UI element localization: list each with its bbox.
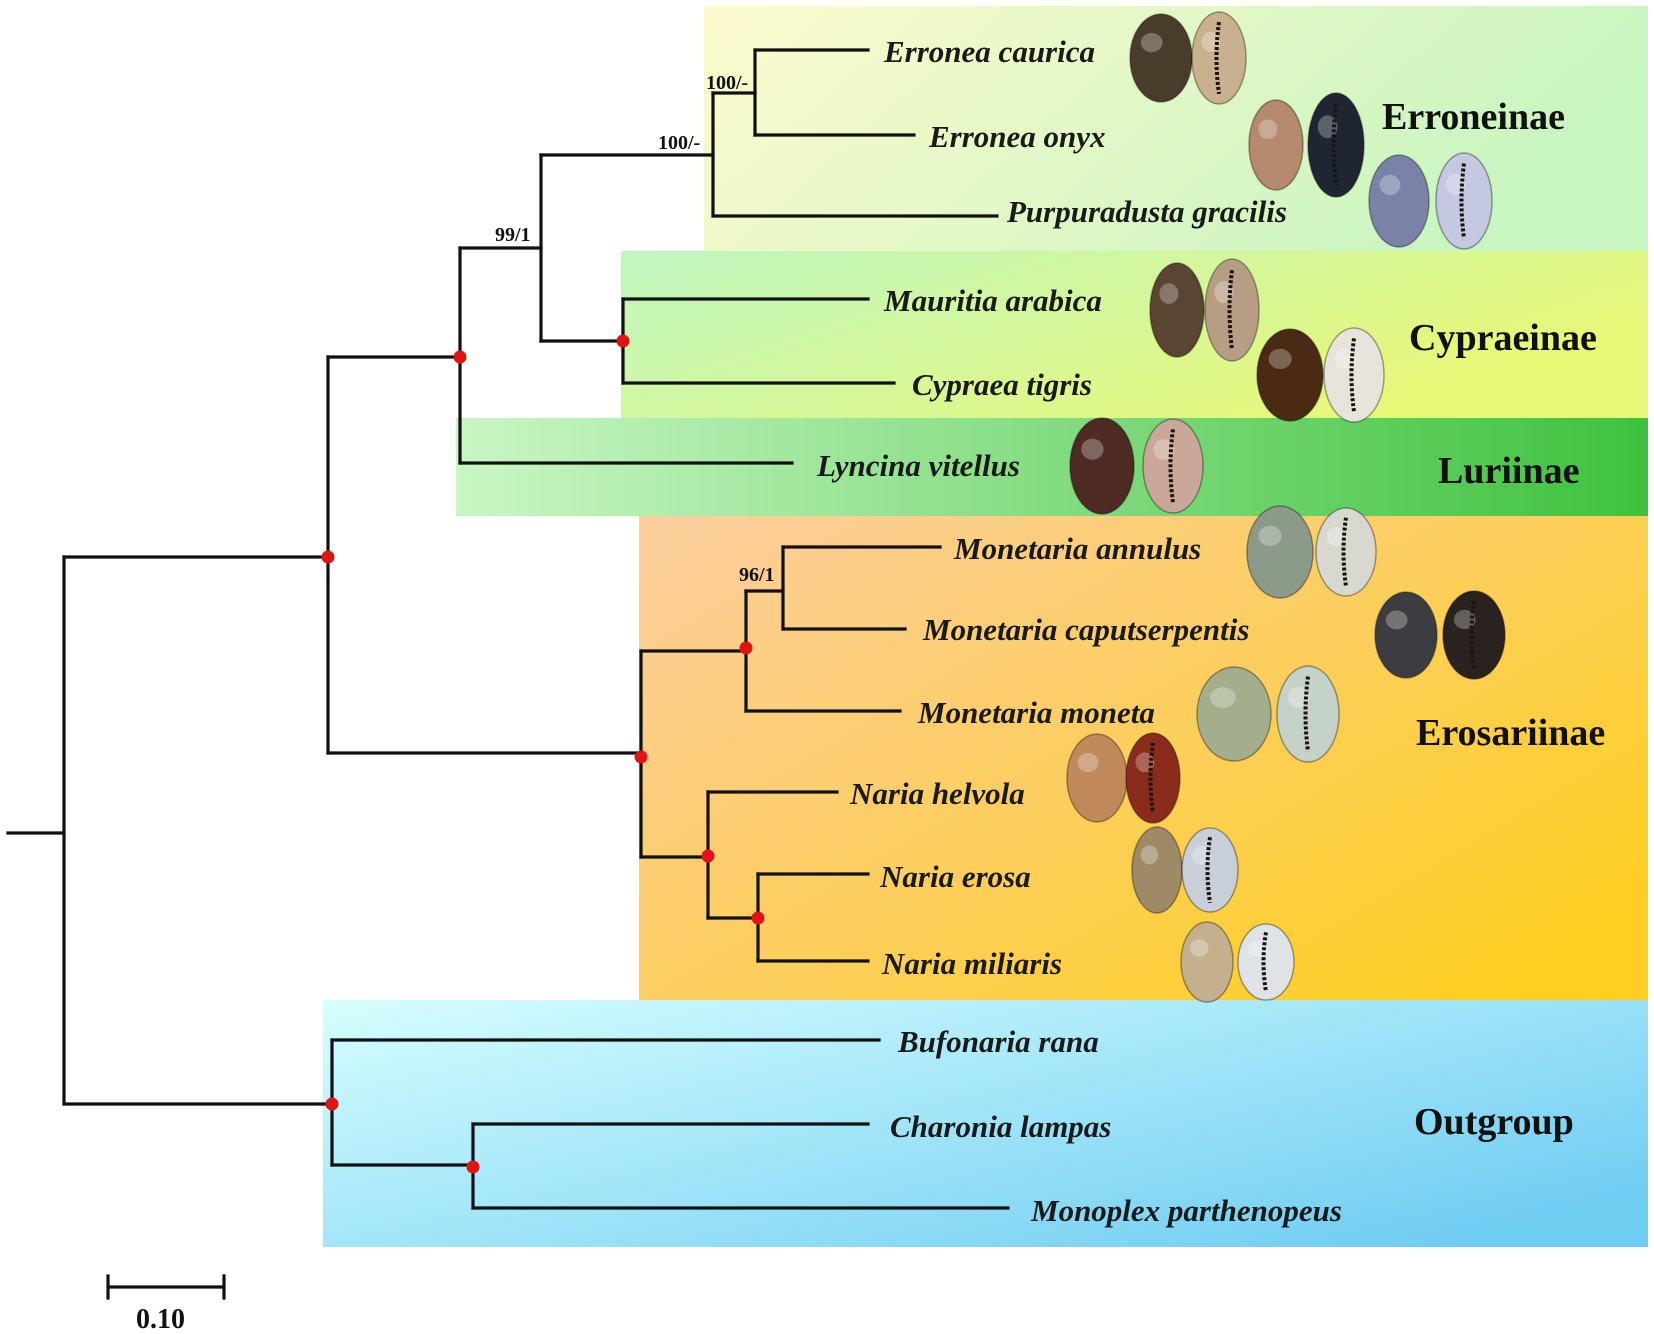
shell-image-erronea-caurica-dorsal (1129, 13, 1193, 103)
support-erroneinae-cypraeinae: 99/1 (495, 224, 531, 246)
taxon-monoplex-parthenopeus: Monoplex parthenopeus (1030, 1193, 1342, 1228)
shell-image-naria-erosa-dorsal (1131, 826, 1183, 914)
group-label-cypraeinae: Cypraeinae (1409, 317, 1597, 359)
scale-bar-line (106, 1274, 226, 1300)
node-dot-ingroup (321, 550, 335, 564)
group-label-erroneinae: Erroneinae (1382, 96, 1565, 138)
support-monetaria-pair: 96/1 (739, 564, 775, 586)
shell-image-naria-helvola-dorsal (1066, 733, 1128, 823)
shell-image-monetaria-caputserpentis-dorsal (1374, 591, 1438, 679)
taxon-charonia-lampas: Charonia lampas (890, 1109, 1111, 1144)
shell-image-erronea-onyx-dorsal (1248, 99, 1304, 191)
shell-image-cypraea-tigris-dorsal (1256, 328, 1324, 422)
shell-image-erronea-onyx-ventral (1307, 92, 1365, 198)
shell-image-monetaria-annulus-dorsal (1246, 505, 1314, 599)
taxon-erronea-caurica: Erronea caurica (883, 34, 1095, 69)
shell-image-mauritia-arabica-ventral (1204, 258, 1260, 362)
shell-image-lyncina-vitellus-ventral (1142, 418, 1204, 514)
tree-branches (6, 48, 1010, 1210)
group-label-luriinae: Luriinae (1438, 450, 1579, 492)
shell-image-erronea-caurica-ventral (1191, 11, 1247, 105)
taxon-mauritia-arabica: Mauritia arabica (883, 283, 1102, 318)
shell-image-purpuradusta-gracilis-ventral (1435, 152, 1493, 250)
group-label-outgroup: Outgroup (1414, 1101, 1574, 1143)
shell-image-monetaria-annulus-ventral (1315, 507, 1377, 597)
taxon-cypraea-tigris: Cypraea tigris (912, 367, 1092, 402)
group-label-erosariinae: Erosariinae (1416, 712, 1605, 754)
shell-image-purpuradusta-gracilis-dorsal (1368, 154, 1430, 248)
taxon-naria-erosa: Naria erosa (879, 859, 1031, 894)
shell-image-cypraea-tigris-ventral (1323, 327, 1385, 423)
shell-image-lyncina-vitellus-dorsal (1069, 417, 1135, 515)
taxon-monetaria-caputserpentis: Monetaria caputserpentis (922, 612, 1249, 647)
shell-image-naria-miliaris-ventral (1237, 923, 1295, 1001)
node-dot-upper-clade (453, 350, 467, 364)
taxon-naria-miliaris: Naria miliaris (881, 946, 1062, 981)
shell-image-monetaria-caputserpentis-ventral (1442, 590, 1506, 680)
scale-bar-label: 0.10 (136, 1304, 185, 1334)
luriinae-box (456, 418, 1648, 516)
taxon-monetaria-annulus: Monetaria annulus (953, 531, 1201, 566)
node-dot-naria-pair (751, 911, 765, 925)
cypraeinae-box (621, 251, 1648, 418)
shell-image-naria-miliaris-dorsal (1180, 921, 1234, 1003)
shell-image-naria-helvola-ventral (1125, 732, 1181, 824)
support-erronea-pair: 100/- (706, 72, 748, 94)
shell-image-naria-erosa-ventral (1181, 827, 1239, 913)
support-erroneinae: 100/- (658, 132, 700, 154)
scale-bar: 0.10 (106, 1274, 226, 1334)
taxon-naria-helvola: Naria helvola (849, 776, 1025, 811)
node-dot-cypraeinae (616, 334, 630, 348)
taxon-erronea-onyx: Erronea onyx (928, 119, 1106, 154)
shell-image-monetaria-moneta-ventral (1276, 665, 1340, 763)
node-dot-erosariinae (634, 750, 648, 764)
node-dot-outgroup (325, 1097, 339, 1111)
shell-image-monetaria-moneta-dorsal (1196, 666, 1272, 762)
taxon-monetaria-moneta: Monetaria moneta (917, 695, 1155, 730)
shell-image-mauritia-arabica-dorsal (1149, 262, 1205, 358)
taxon-lyncina-vitellus: Lyncina vitellus (816, 448, 1020, 483)
node-dot-charonia-pair (466, 1160, 480, 1174)
node-dot-monetaria (739, 641, 753, 655)
node-dots (321, 334, 765, 1174)
taxon-purpuradusta-gracilis: Purpuradusta gracilis (1006, 194, 1287, 229)
node-dot-naria (701, 849, 715, 863)
taxon-bufonaria-rana: Bufonaria rana (897, 1024, 1099, 1059)
shell-images (1066, 11, 1506, 1003)
